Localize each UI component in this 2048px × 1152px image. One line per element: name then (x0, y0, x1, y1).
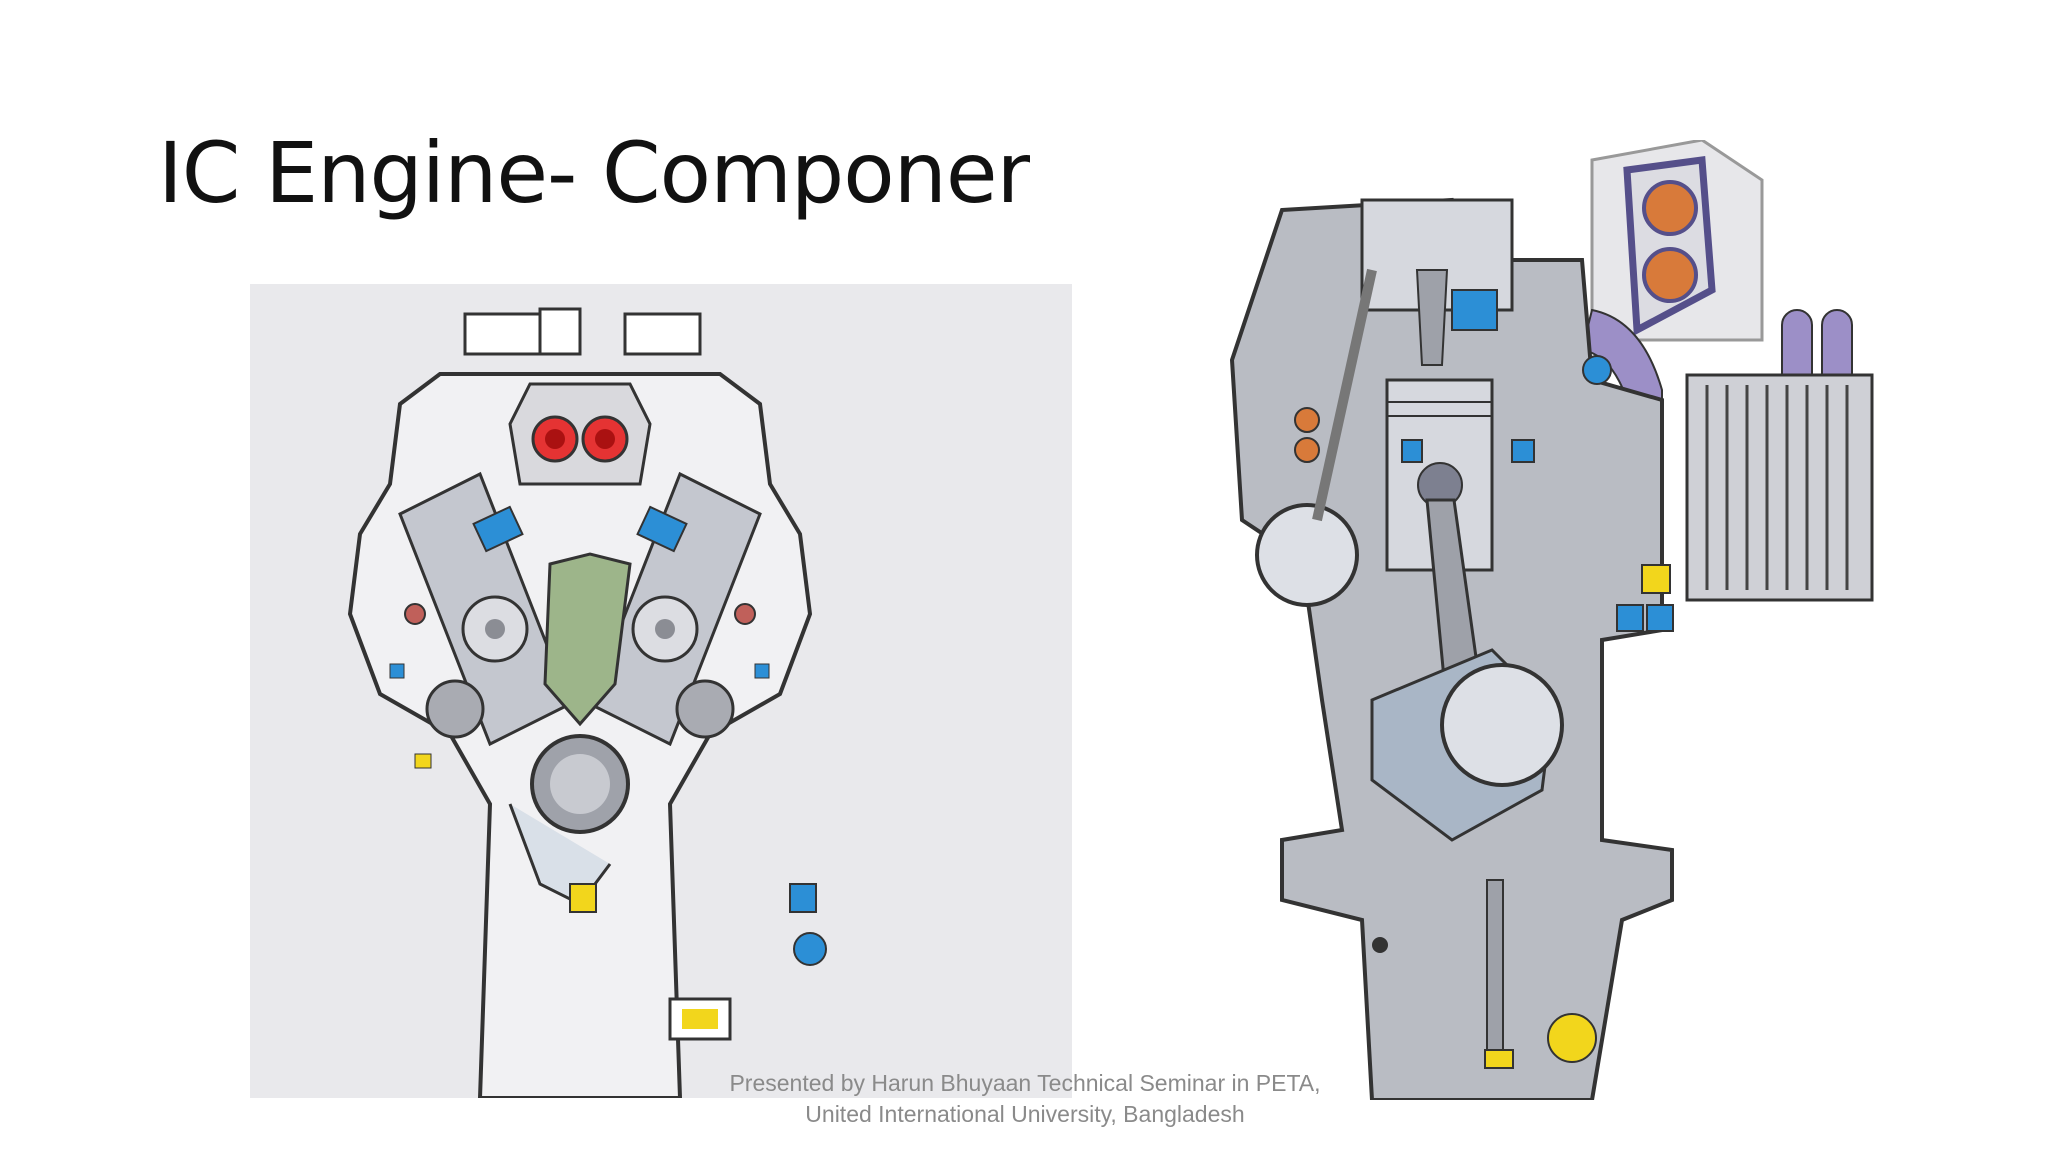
slide-footer: Presented by Harun Bhuyaan Technical Sem… (640, 1068, 1410, 1130)
footer-line-2: United International University, Banglad… (805, 1101, 1245, 1127)
inline-engine-cross-section-icon (1229, 140, 1874, 1100)
v-engine-cross-section-icon (347, 307, 827, 1098)
v-engine-image (250, 284, 1072, 1098)
slide-title: IC Engine- Components (158, 124, 1030, 222)
footer-line-1: Presented by Harun Bhuyaan Technical Sem… (729, 1070, 1321, 1096)
inline-engine-image (1222, 140, 1882, 1100)
